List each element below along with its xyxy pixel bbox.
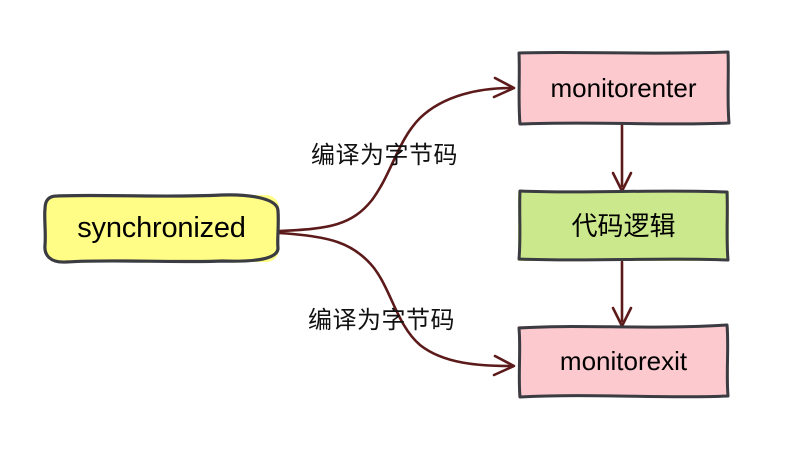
edge-synchronized-to-monitorexit <box>277 231 516 377</box>
edge-label-compile-to-bytecode-top: 编译为字节码 <box>311 142 458 169</box>
node-synchronized[interactable]: synchronized <box>43 193 280 264</box>
edge-synchronized-to-monitorenter <box>277 76 516 233</box>
edge-monitorenter-to-code-logic <box>611 123 633 193</box>
node-monitorexit[interactable]: monitorexit <box>517 323 730 399</box>
node-code-logic[interactable]: 代码逻辑 <box>517 189 730 262</box>
node-label: 代码逻辑 <box>571 210 676 241</box>
node-label: monitorexit <box>559 346 688 377</box>
sketchy-border <box>517 50 731 126</box>
node-label: synchronized <box>77 211 246 244</box>
sketchy-border <box>43 193 280 264</box>
edge-label-compile-to-bytecode-bottom: 编译为字节码 <box>308 307 455 334</box>
edge-code-logic-to-monitorexit <box>611 260 633 328</box>
node-monitorenter[interactable]: monitorenter <box>517 50 731 126</box>
node-label: monitorenter <box>550 72 697 103</box>
sketchy-border <box>517 189 730 262</box>
sketchy-border <box>517 323 730 399</box>
